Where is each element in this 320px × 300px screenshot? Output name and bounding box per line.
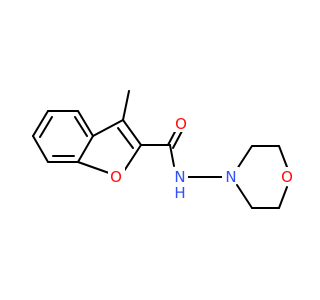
bond-morph-1 — [236, 145, 253, 170]
bond-benzene-inner-1 — [39, 116, 53, 138]
furan-ring — [77, 119, 142, 174]
bond-benzene-4 — [77, 135, 94, 163]
carboxamide-group — [140, 127, 183, 167]
bond-furan-c3a-c3 — [92, 119, 124, 137]
morpholine-ring — [236, 145, 288, 209]
bond-carbonyl-double-2 — [172, 130, 183, 149]
bond-carbonyl-nitrogen — [169, 144, 175, 167]
bond-furan-c2-o — [123, 144, 142, 172]
amide-nitrogen-label: N — [174, 168, 185, 186]
carbonyl-oxygen-label: O — [175, 115, 187, 133]
bond-furan-c3-c2-double — [117, 127, 134, 149]
molecule-structure: O O N H N O — [32, 90, 296, 209]
bond-furan-o-c7a — [77, 161, 110, 174]
bond-benzene-3 — [77, 110, 94, 137]
benzene-ring — [32, 110, 94, 163]
bond-morph-3 — [278, 145, 288, 168]
bond-furan-c3-c2 — [122, 119, 142, 146]
bond-benzene-6 — [32, 135, 49, 163]
morpholine-oxygen-label: O — [281, 168, 293, 186]
atom-labels: O O N H N O — [108, 115, 296, 202]
amide-hydrogen-label: H — [174, 184, 185, 202]
bond-morph-4 — [278, 186, 288, 209]
furan-oxygen-label: O — [110, 168, 122, 186]
bond-benzene-inner-3 — [74, 116, 88, 137]
molecule-canvas: O O N H N O — [32, 90, 296, 209]
bond-morph-6 — [236, 184, 253, 209]
bond-benzene-1 — [32, 110, 49, 137]
bond-methyl — [122, 90, 130, 121]
morpholine-nitrogen-label: N — [225, 168, 236, 186]
